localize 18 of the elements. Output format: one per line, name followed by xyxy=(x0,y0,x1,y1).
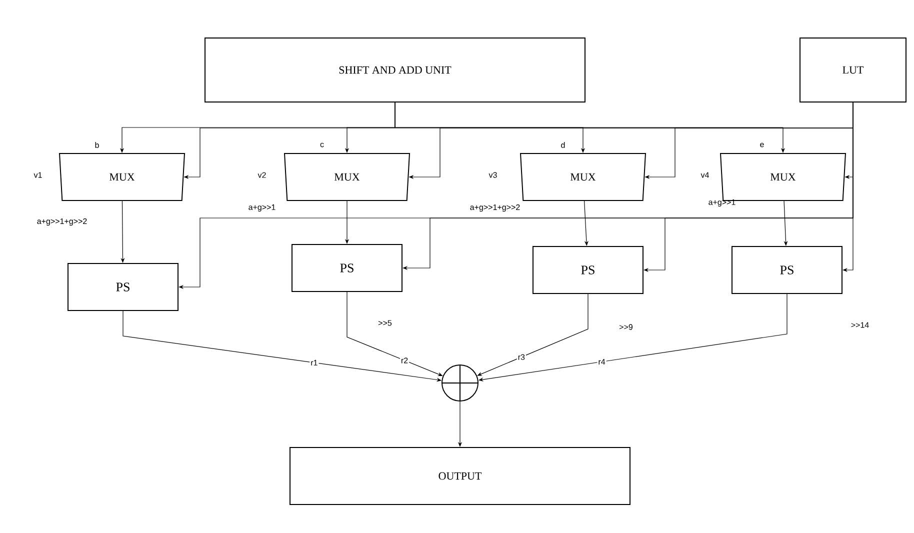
block-box: SHIFT AND ADD UNIT xyxy=(204,38,586,102)
ps-box: PS xyxy=(732,246,842,294)
signal-label: >>9 xyxy=(620,324,632,330)
block-box: LUT xyxy=(800,38,906,102)
edge-label: r3 xyxy=(516,353,526,361)
signal-label: v3 xyxy=(488,172,497,178)
signal-label: v1 xyxy=(34,172,42,178)
signal-label: v2 xyxy=(258,172,266,178)
adder-symbol xyxy=(441,364,479,402)
edge-label: r1 xyxy=(310,358,319,366)
ps-box: PS xyxy=(532,246,644,294)
edge-label: r4 xyxy=(597,358,606,366)
signal-label: v4 xyxy=(700,172,709,178)
ps-box: PS xyxy=(292,244,402,292)
ps-box: PS xyxy=(68,263,178,311)
block-box: OUTPUT xyxy=(290,447,630,505)
edge-label: r2 xyxy=(400,356,410,364)
signal-label: >>5 xyxy=(378,320,392,326)
